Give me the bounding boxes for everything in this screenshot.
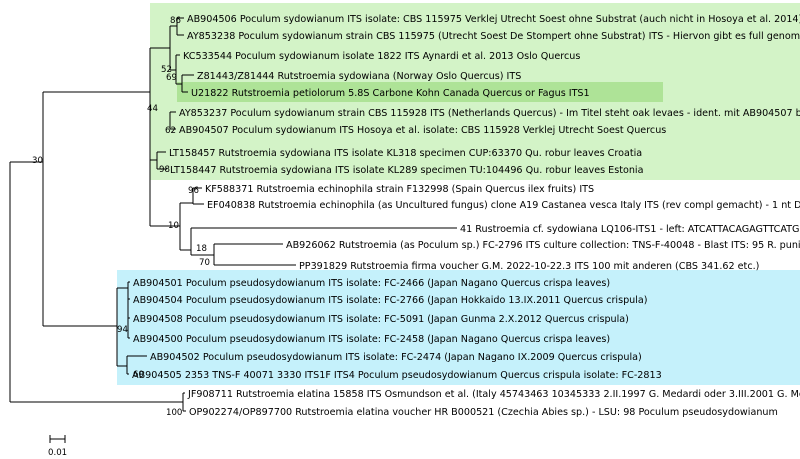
- leaf-label: AB904502 Poculum pseudosydowianum ITS is…: [150, 352, 642, 363]
- scale-bar: 0.01: [48, 435, 67, 458]
- leaf-label: AY853237 Poculum sydowianum strain CBS 1…: [179, 108, 800, 119]
- leaf-label: EF040838 Rutstroemia echinophila (as Unc…: [207, 200, 800, 211]
- bootstrap-value: 52: [161, 65, 172, 75]
- bootstrap-values: 86 52 69 44 62 98 30 96 10 18 70 94 60 1…: [32, 16, 210, 418]
- leaf-label: LT158457 Rutstroemia sydowiana ITS isola…: [169, 148, 642, 159]
- leaf-label: JF908711 Rutstroemia elatina 15858 ITS O…: [187, 389, 800, 400]
- leaf-label: KF588371 Rutstroemia echinophila strain …: [205, 184, 594, 195]
- leaf-label: U21822 Rutstroemia petiolorum 5.8S Carbo…: [191, 88, 590, 99]
- bootstrap-value: 10: [168, 221, 179, 231]
- bootstrap-value: 100: [166, 408, 182, 418]
- scale-bar-label: 0.01: [48, 448, 67, 458]
- leaf-label: AB904506 Poculum sydowianum ITS isolate:…: [187, 14, 800, 25]
- leaf-label: AB904507 Poculum sydowianum ITS Hosoya e…: [179, 125, 666, 136]
- leaf-label: Z81443/Z81444 Rutstroemia sydowiana (Nor…: [197, 71, 521, 82]
- bootstrap-value: 86: [170, 16, 181, 26]
- leaf-label: KC533544 Poculum sydowianum isolate 1822…: [183, 51, 580, 62]
- leaf-label: AB926062 Rutstroemia (as Poculum sp.) FC…: [286, 240, 800, 251]
- leaf-label: AB904508 Poculum pseudosydowianum ITS is…: [133, 314, 629, 325]
- bootstrap-value: 98: [159, 165, 170, 175]
- bootstrap-value: 96: [188, 186, 199, 196]
- tree-branches: [9, 17, 457, 412]
- bootstrap-value: 60: [133, 370, 144, 380]
- bootstrap-value: 18: [196, 244, 207, 254]
- leaf-label: 41 Rustroemia cf. sydowiana LQ106-ITS1 -…: [460, 224, 800, 235]
- leaf-labels: AB904506 Poculum sydowianum ITS isolate:…: [132, 14, 800, 418]
- bootstrap-value: 70: [199, 258, 210, 268]
- leaf-label: AB904500 Poculum pseudosydowianum ITS is…: [133, 334, 610, 345]
- leaf-label: AY853238 Poculum sydowianum strain CBS 1…: [187, 31, 800, 42]
- bootstrap-value: 62: [165, 126, 176, 136]
- bootstrap-value: 30: [32, 156, 43, 166]
- leaf-label: AB904505 2353 TNS-F 40071 3330 ITS1F ITS…: [132, 370, 662, 381]
- leaf-label: AB904501 Poculum pseudosydowianum ITS is…: [133, 278, 610, 289]
- leaf-label: PP391829 Rutstroemia firma voucher G.M. …: [299, 261, 759, 272]
- bootstrap-value: 44: [147, 104, 158, 114]
- bootstrap-value: 94: [117, 325, 128, 335]
- leaf-label: LT158447 Rutstroemia sydowiana ITS isola…: [170, 165, 643, 176]
- bootstrap-value: 69: [166, 73, 177, 83]
- highlight-leaf-background: [177, 82, 663, 102]
- leaf-label: AB904504 Poculum pseudosydowianum ITS is…: [133, 295, 648, 306]
- leaf-label: OP902274/OP897700 Rutstroemia elatina vo…: [189, 407, 778, 418]
- cyan-clade-background: [117, 270, 800, 385]
